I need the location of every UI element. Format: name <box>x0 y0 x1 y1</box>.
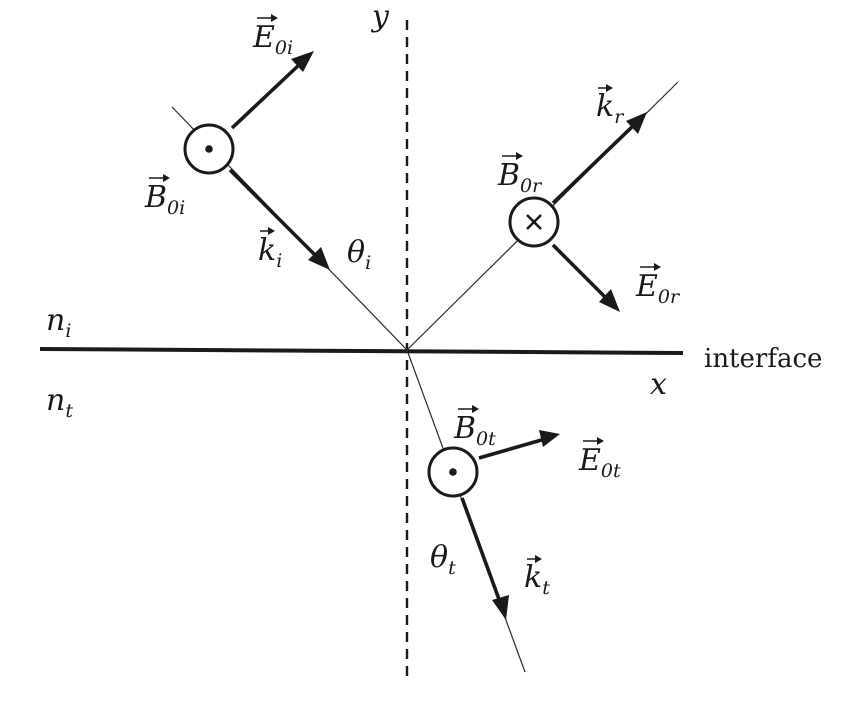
theta-i-label: θi <box>347 235 371 274</box>
b0t-label: B0t <box>453 411 496 450</box>
e0t-label: E0t <box>578 443 621 482</box>
b0i-label: B0i <box>144 180 185 219</box>
n-i-label: ni <box>46 303 71 342</box>
b0r-label: B0r <box>497 158 543 197</box>
e0i-label: E0i <box>252 20 293 59</box>
vector-overarrows <box>149 14 661 563</box>
e0r-vector-arrow <box>551 243 620 312</box>
kt-vector-arrow <box>460 497 509 620</box>
e0t-vector-arrow <box>478 430 560 460</box>
b0i-out-of-page-symbol <box>183 123 235 175</box>
interface-label: interface <box>704 344 822 374</box>
ki-label: ki <box>258 233 282 272</box>
y-axis-label: y <box>370 0 390 34</box>
kr-label: kr <box>596 89 625 128</box>
b0r-into-page-symbol <box>508 196 560 248</box>
e0r-label: E0r <box>635 269 681 308</box>
e0i-vector-arrow <box>230 51 314 130</box>
interface-line <box>39 347 684 355</box>
kr-vector-arrow <box>551 112 647 205</box>
x-axis-label: x <box>650 367 667 402</box>
kt-label: kt <box>524 560 550 599</box>
n-t-label: nt <box>46 383 73 422</box>
ki-vector-arrow <box>228 168 330 270</box>
b0t-out-of-page-symbol <box>427 446 479 498</box>
theta-t-label: θt <box>430 540 456 579</box>
